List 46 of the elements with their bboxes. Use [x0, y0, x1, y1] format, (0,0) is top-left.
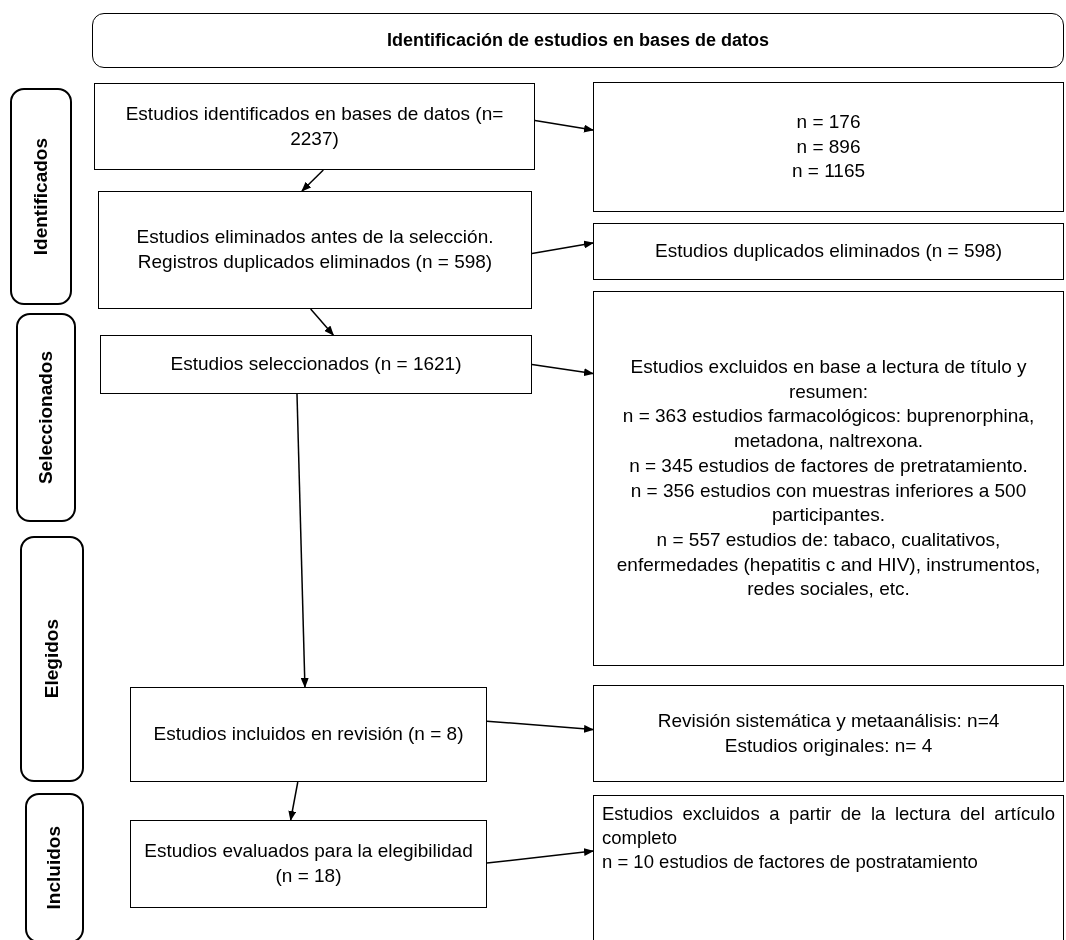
box-text: Estudios identificados en bases de datos (n= 2237)	[124, 101, 505, 151]
box-text: n = 896	[796, 134, 861, 159]
section-header	[92, 13, 1064, 68]
arrow	[309, 308, 335, 336]
phase-label	[10, 88, 72, 305]
arrow	[301, 169, 325, 192]
phase-name: Identificados	[28, 137, 52, 256]
box-text: Estudios originales: n= 4	[724, 733, 933, 758]
process-box	[98, 191, 532, 309]
box-text: Revisión sistemática y metaanálisis: n=4	[657, 708, 1000, 733]
box-text: n = 176	[796, 109, 861, 134]
process-box	[130, 687, 487, 782]
process-box	[100, 335, 532, 394]
arrow	[296, 393, 309, 688]
box-text: Estudios incluidos en revisión (n = 8)	[153, 722, 464, 747]
box-text: Estudios excluidos en base a lectura de título y resumen:	[629, 355, 1028, 404]
box-text: Estudios eliminados antes de la selección. Registros duplicados eliminados (n = 598)	[135, 225, 495, 274]
process-box	[130, 820, 487, 908]
box-text: n = 363 estudios farmacológicos: buprenorphina, metadona, naltrexona.	[621, 404, 1036, 454]
phase-name: Seleccionados	[33, 350, 57, 485]
box-text: Estudios evaluados para la elegibilidad (n = 18)	[143, 839, 474, 888]
arrow	[531, 363, 594, 377]
result-box	[593, 291, 1064, 666]
phase-label	[25, 793, 84, 940]
box-text: Estudios duplicados eliminados (n = 598)	[655, 239, 1002, 264]
arrow	[288, 781, 299, 821]
phase-label	[16, 313, 76, 522]
arrow	[531, 240, 594, 255]
box-text: n = 345 estudios de factores de pretratamiento.	[629, 453, 1028, 478]
arrow	[534, 119, 594, 133]
result-box	[593, 795, 1064, 940]
arrow	[486, 848, 594, 864]
phase-name: Incluidos	[42, 826, 66, 910]
box-text: n = 10 estudios de factores de postratamiento	[602, 850, 979, 875]
phase-name: Elegidos	[39, 619, 63, 699]
box-text: n = 356 estudios con muestras inferiores a 500 participantes.	[629, 478, 1028, 528]
box-text: Estudios seleccionados (n = 1621)	[170, 352, 462, 377]
arrow	[486, 720, 594, 733]
result-box	[593, 82, 1064, 212]
result-box	[593, 685, 1064, 782]
result-box	[593, 223, 1064, 280]
box-text: n = 557 estudios de: tabaco, cualitativos, enfermedades (hepatitis c and HIV), instrumentos, redes sociales, etc.	[615, 527, 1042, 602]
process-box	[94, 83, 535, 170]
box-text: n = 1165	[791, 159, 866, 184]
phase-label	[20, 536, 84, 782]
header-text: Identificación de estudios en bases de datos	[386, 28, 770, 52]
